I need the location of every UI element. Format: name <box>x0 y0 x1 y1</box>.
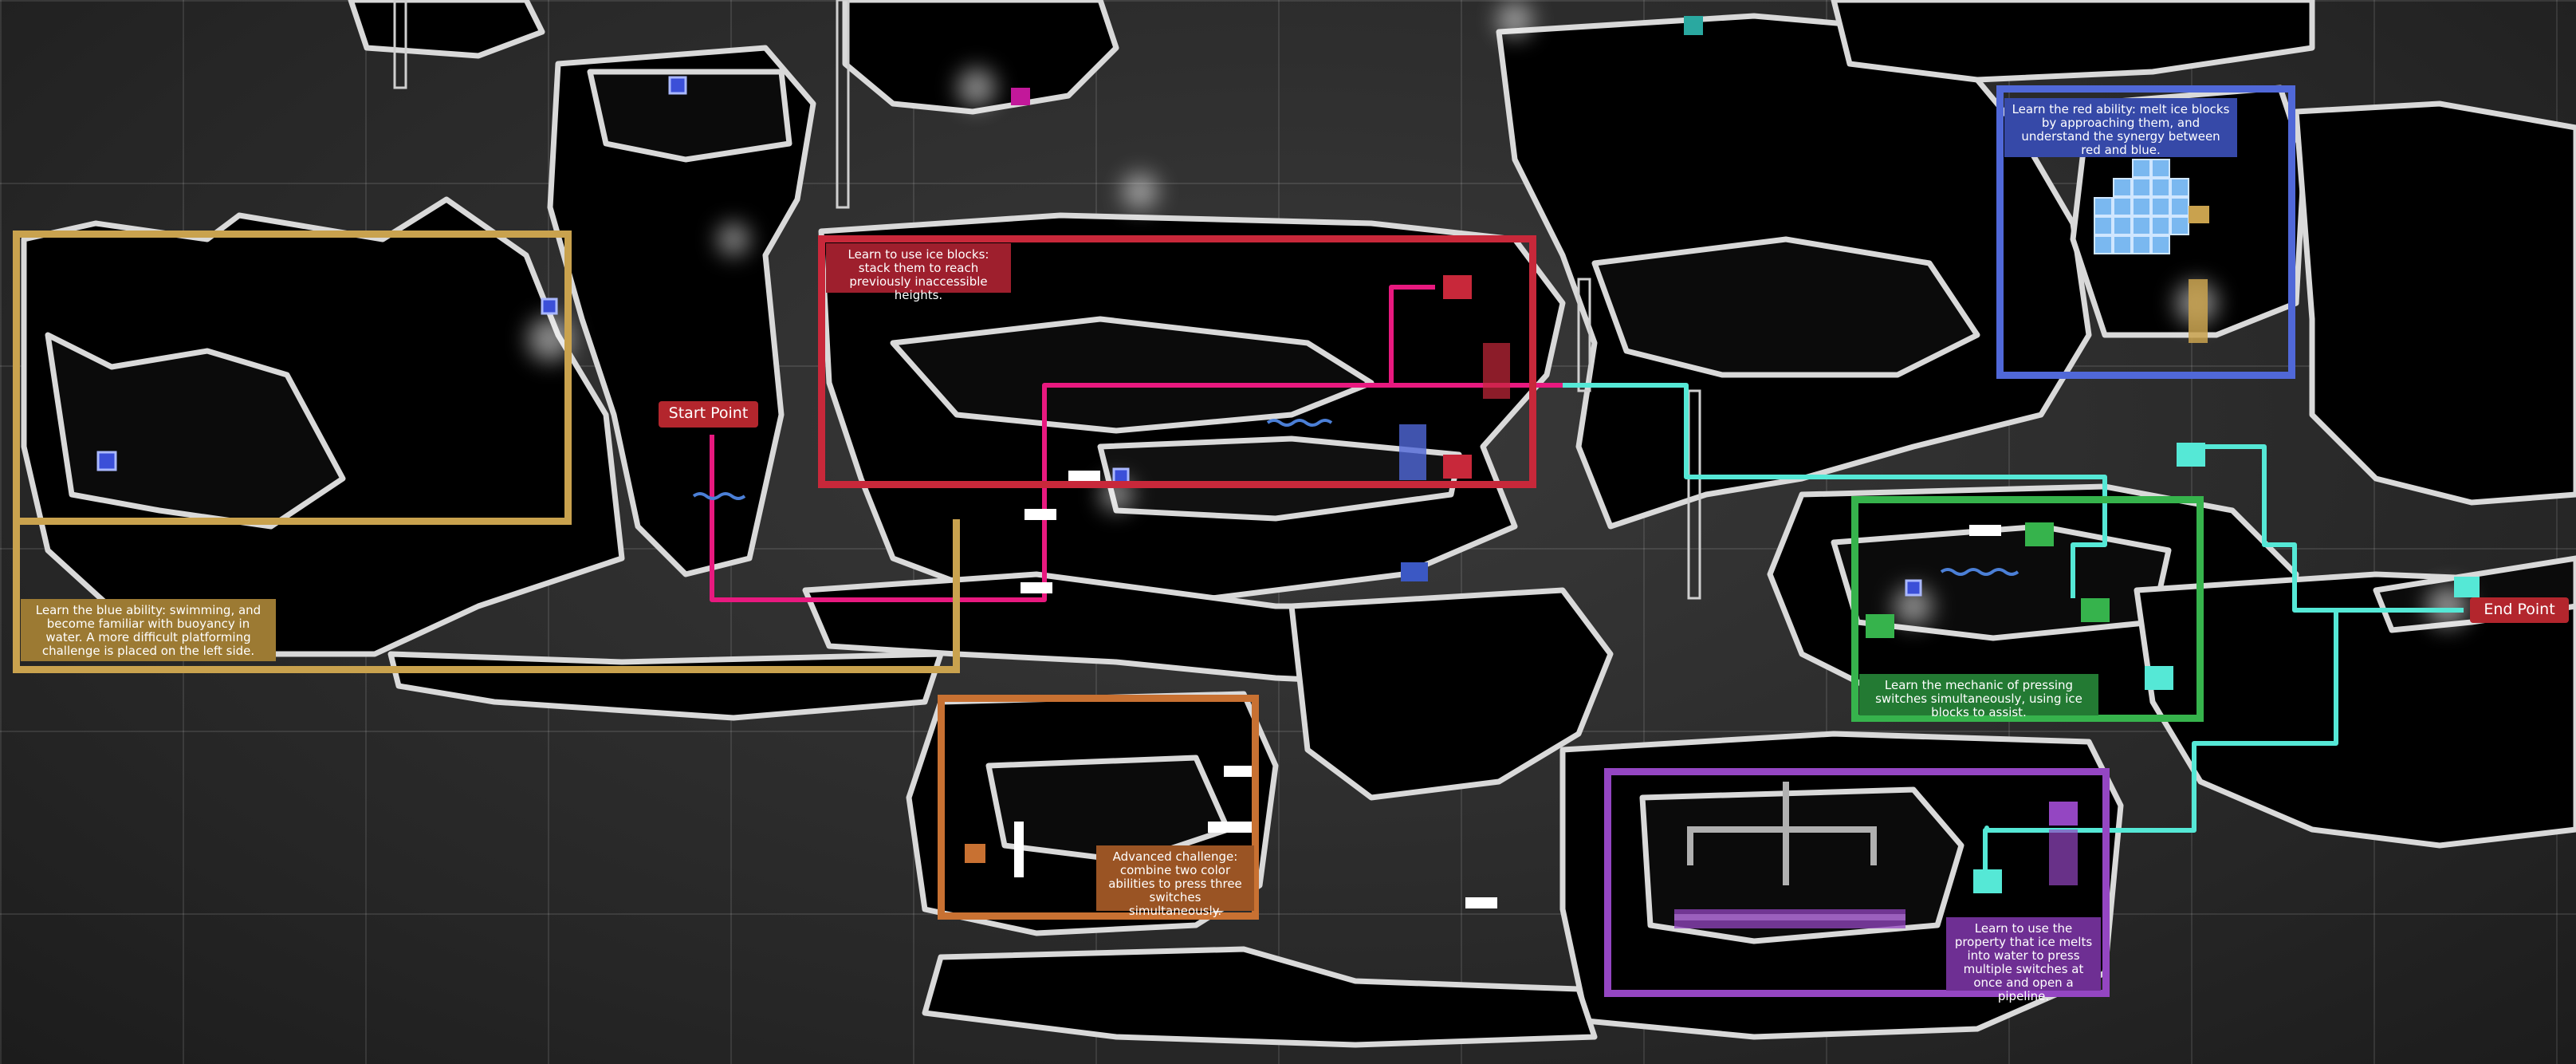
ice-block-icon <box>2094 159 2189 254</box>
end-point-label: End Point <box>2470 597 2569 623</box>
cave-terrain <box>21 0 2576 1048</box>
pink-route <box>710 383 1563 602</box>
zone-ice-blocks-box <box>818 235 1536 488</box>
zone-red-ability-box <box>1996 85 2295 379</box>
ladders <box>393 0 1701 600</box>
zone-ice-blocks-label: Learn to use ice blocks: stack them to r… <box>826 243 1011 302</box>
start-point-label: Start Point <box>659 401 758 428</box>
zone-blue-ability-label: Learn the blue ability: swimming, and be… <box>21 599 276 661</box>
zone-advanced-box <box>938 695 1259 920</box>
water <box>692 419 2020 576</box>
blue-ability-orb-icon <box>96 76 1922 597</box>
zone-red-ability-label: Learn the red ability: melt ice blocks b… <box>2004 98 2237 157</box>
zone-pipeline-label: Learn to use the property that ice melts… <box>1946 917 2101 1003</box>
route-lines <box>710 285 2464 877</box>
cyan-route <box>1563 383 2107 598</box>
zone-simultaneous-box <box>1851 496 2204 722</box>
pipeline-water <box>1674 909 1905 928</box>
zone-blue-ability-box-bottom <box>13 519 960 673</box>
cyan-route-lower <box>1983 610 2338 877</box>
gear-switch-icon <box>965 16 2480 893</box>
zone-blue-ability-box <box>13 231 572 525</box>
pink-route-branch <box>1389 285 1435 385</box>
zone-advanced-label: Advanced challenge: combine two color ab… <box>1096 845 1254 918</box>
door-icon <box>1014 471 2001 908</box>
zone-simultaneous-label: Learn the mechanic of pressing switches … <box>1859 674 2098 719</box>
cyan-route-branch <box>2185 444 2464 613</box>
zone-pipeline-box <box>1604 768 2110 997</box>
